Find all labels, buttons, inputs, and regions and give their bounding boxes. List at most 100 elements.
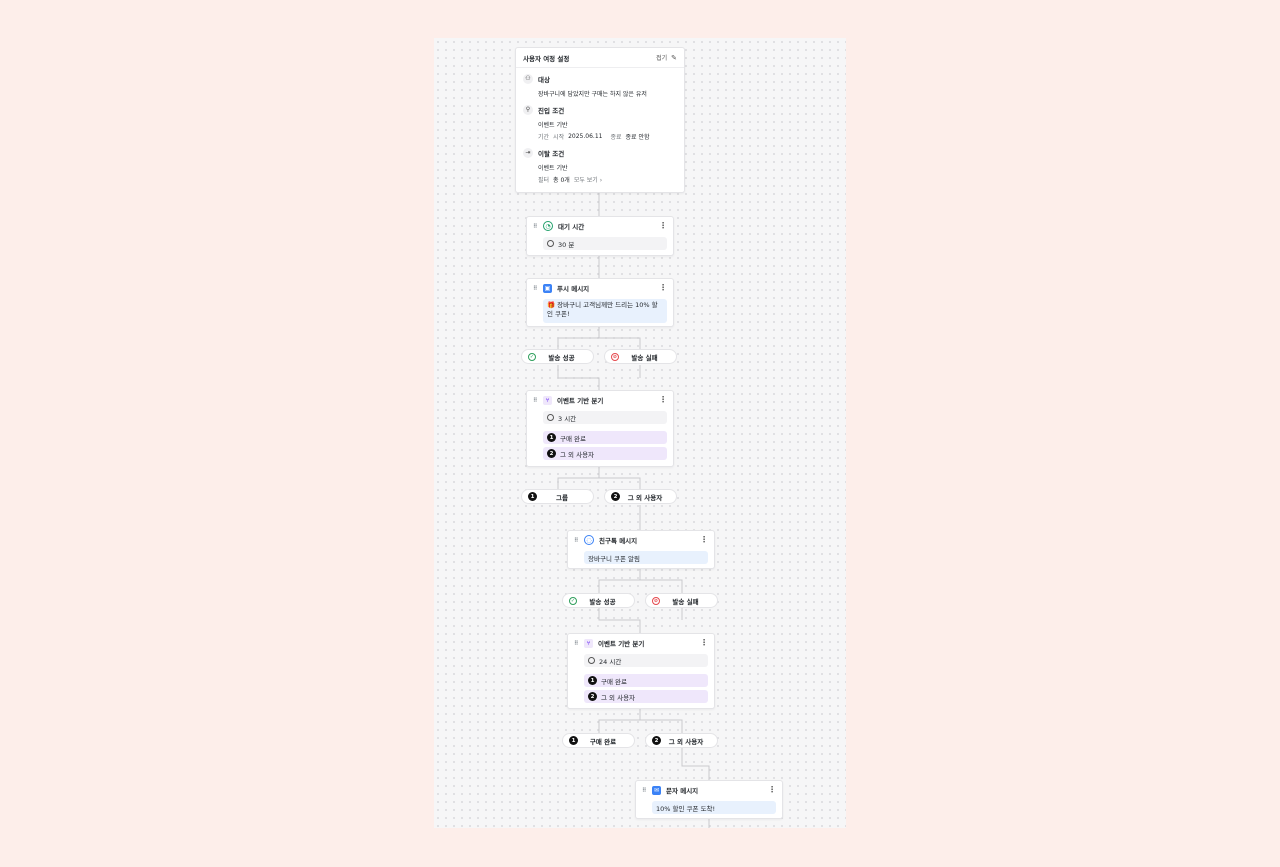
more-menu-icon[interactable]: ⋮ [768, 785, 776, 794]
wait-duration-row: 30 분 [543, 237, 667, 250]
branch2-option-1: 1 구매 완료 [584, 674, 708, 687]
collapse-button[interactable]: 접기 ✎ [656, 53, 677, 63]
pencil-icon[interactable]: ✎ [671, 53, 677, 62]
friend-success-node[interactable]: ✓ 발송 성공 [562, 593, 635, 608]
friend-success-label: 발송 성공 [589, 597, 616, 606]
branch-icon: ⑂ [584, 638, 593, 648]
push-fail-node[interactable]: ⊘ 발송 실패 [604, 349, 677, 364]
users-icon: ⚇ [523, 73, 533, 84]
push-message-card[interactable]: ⠿ ▣ 푸시 메시지 ⋮ 🎁 장바구니 고객님께만 드리는 10% 할인 쿠폰! [526, 278, 674, 327]
branch1-duration: 3 시간 [558, 414, 577, 423]
branch2-duration: 24 시간 [599, 657, 622, 666]
drag-handle-icon[interactable]: ⠿ [533, 396, 538, 404]
branch1-option-label: 그 외 사용자 [560, 450, 595, 459]
push-success-label: 발송 성공 [548, 353, 575, 362]
branch-icon: ⑂ [543, 395, 552, 405]
branch2-out-label: 그 외 사용자 [668, 737, 704, 746]
more-menu-icon[interactable]: ⋮ [700, 638, 708, 647]
branch2-option-label: 구매 완료 [601, 677, 627, 686]
target-label: 대상 [538, 75, 550, 84]
branch1-option-label: 구매 완료 [560, 434, 586, 443]
end-value: 종료 안함 [625, 133, 650, 141]
branch1-option-1: 1 구매 완료 [543, 431, 667, 444]
fail-circle-icon: ⊘ [611, 352, 619, 361]
journey-title: 사용자 여정 설정 [523, 54, 570, 63]
clock-icon: ◔ [543, 221, 553, 231]
friend-fail-label: 발송 실패 [672, 597, 699, 606]
branch2-out-2[interactable]: 2 그 외 사용자 [645, 733, 718, 748]
number-badge: 1 [528, 492, 537, 501]
friendtalk-message: 장바구니 쿠폰 알림 [588, 554, 640, 563]
wait-time-card[interactable]: ⠿ ◔ 대기 시간 ⋮ 30 분 [526, 216, 674, 256]
number-badge: 2 [611, 492, 620, 501]
branch2-out-1[interactable]: 1 구매 완료 [562, 733, 635, 748]
start-label: 시작 [553, 133, 565, 141]
exit-icon: ⇥ [523, 147, 533, 158]
branch2-option-2: 2 그 외 사용자 [584, 690, 708, 703]
clock-small-icon [547, 414, 554, 421]
number-badge: 2 [588, 692, 597, 701]
drag-handle-icon[interactable]: ⠿ [642, 786, 647, 794]
number-badge: 1 [547, 433, 556, 442]
push-icon: ▣ [543, 283, 552, 293]
branch2-duration-row: 24 시간 [584, 654, 708, 667]
filter-count: 총 0개 [553, 176, 570, 184]
branch2-out-label: 구매 완료 [589, 737, 617, 746]
drag-handle-icon[interactable]: ⠿ [533, 284, 538, 292]
check-circle-icon: ✓ [528, 352, 536, 361]
check-circle-icon: ✓ [569, 596, 577, 605]
view-all-link[interactable]: 모두 보기 › [573, 176, 603, 184]
branch1-option-2: 2 그 외 사용자 [543, 447, 667, 460]
more-menu-icon[interactable]: ⋮ [659, 395, 667, 404]
more-menu-icon[interactable]: ⋮ [659, 283, 667, 292]
sms-message: 10% 할인 쿠폰 도착! [656, 804, 716, 813]
exit-label: 이탈 조건 [538, 149, 565, 158]
wait-duration: 30 분 [558, 240, 575, 249]
target-desc: 장바구니에 담았지만 구매는 하지 않은 유저 [538, 90, 647, 98]
more-menu-icon[interactable]: ⋮ [659, 221, 667, 230]
branch1-out-2[interactable]: 2 그 외 사용자 [604, 489, 677, 504]
filter-label: 필터 [538, 176, 550, 184]
view-all-label: 모두 보기 [573, 176, 598, 184]
push-success-node[interactable]: ✓ 발송 성공 [521, 349, 594, 364]
sms-message-card[interactable]: ⠿ ✉ 문자 메시지 ⋮ 10% 할인 쿠폰 도착! [635, 780, 783, 819]
push-title: 푸시 메시지 [557, 285, 590, 293]
entry-label: 진입 조건 [538, 106, 565, 115]
number-badge: 2 [652, 736, 661, 745]
period-label: 기간 [538, 133, 550, 141]
clock-small-icon [547, 240, 554, 247]
fail-circle-icon: ⊘ [652, 596, 660, 605]
entry-type: 이벤트 기반 [538, 121, 568, 129]
push-message: 🎁 장바구니 고객님께만 드리는 10% 할인 쿠폰! [547, 301, 658, 318]
chat-icon: ◌ [584, 535, 594, 545]
branch1-duration-row: 3 시간 [543, 411, 667, 424]
sms-icon: ✉ [652, 785, 661, 795]
branch2-title: 이벤트 기반 분기 [598, 640, 645, 648]
journey-settings-card: 사용자 여정 설정 접기 ✎ ⚇ 대상 장바구니에 담았지만 구매는 하지 않은… [515, 47, 685, 193]
push-fail-label: 발송 실패 [631, 353, 658, 362]
event-branch-card-2[interactable]: ⠿ ⑂ 이벤트 기반 분기 ⋮ 24 시간 1 구매 완료 2 그 외 사용자 [567, 633, 715, 709]
friendtalk-title: 친구톡 메시지 [599, 537, 638, 545]
friend-fail-node[interactable]: ⊘ 발송 실패 [645, 593, 718, 608]
drag-handle-icon[interactable]: ⠿ [574, 639, 579, 647]
collapse-label: 접기 [656, 55, 668, 62]
friendtalk-message-card[interactable]: ⠿ ◌ 친구톡 메시지 ⋮ 장바구니 쿠폰 알림 [567, 530, 715, 569]
friendtalk-message-row: 장바구니 쿠폰 알림 [584, 551, 708, 564]
drag-handle-icon[interactable]: ⠿ [533, 222, 538, 230]
end-label: 종료 [610, 133, 622, 141]
wait-title: 대기 시간 [558, 223, 585, 231]
journey-canvas[interactable]: 사용자 여정 설정 접기 ✎ ⚇ 대상 장바구니에 담았지만 구매는 하지 않은… [434, 38, 846, 828]
number-badge: 1 [569, 736, 578, 745]
exit-type: 이벤트 기반 [538, 164, 568, 172]
number-badge: 2 [547, 449, 556, 458]
sms-message-row: 10% 할인 쿠폰 도착! [652, 801, 776, 814]
clock-small-icon [588, 657, 595, 664]
push-message-row: 🎁 장바구니 고객님께만 드리는 10% 할인 쿠폰! [543, 299, 667, 323]
more-menu-icon[interactable]: ⋮ [700, 535, 708, 544]
branch1-out-1[interactable]: 1 그룹 [521, 489, 594, 504]
number-badge: 1 [588, 676, 597, 685]
branch1-out-label: 그룹 [556, 493, 568, 502]
event-branch-card-1[interactable]: ⠿ ⑂ 이벤트 기반 분기 ⋮ 3 시간 1 구매 완료 2 그 외 사용자 [526, 390, 674, 467]
drag-handle-icon[interactable]: ⠿ [574, 536, 579, 544]
start-date: 2025.06.11 [568, 132, 603, 140]
